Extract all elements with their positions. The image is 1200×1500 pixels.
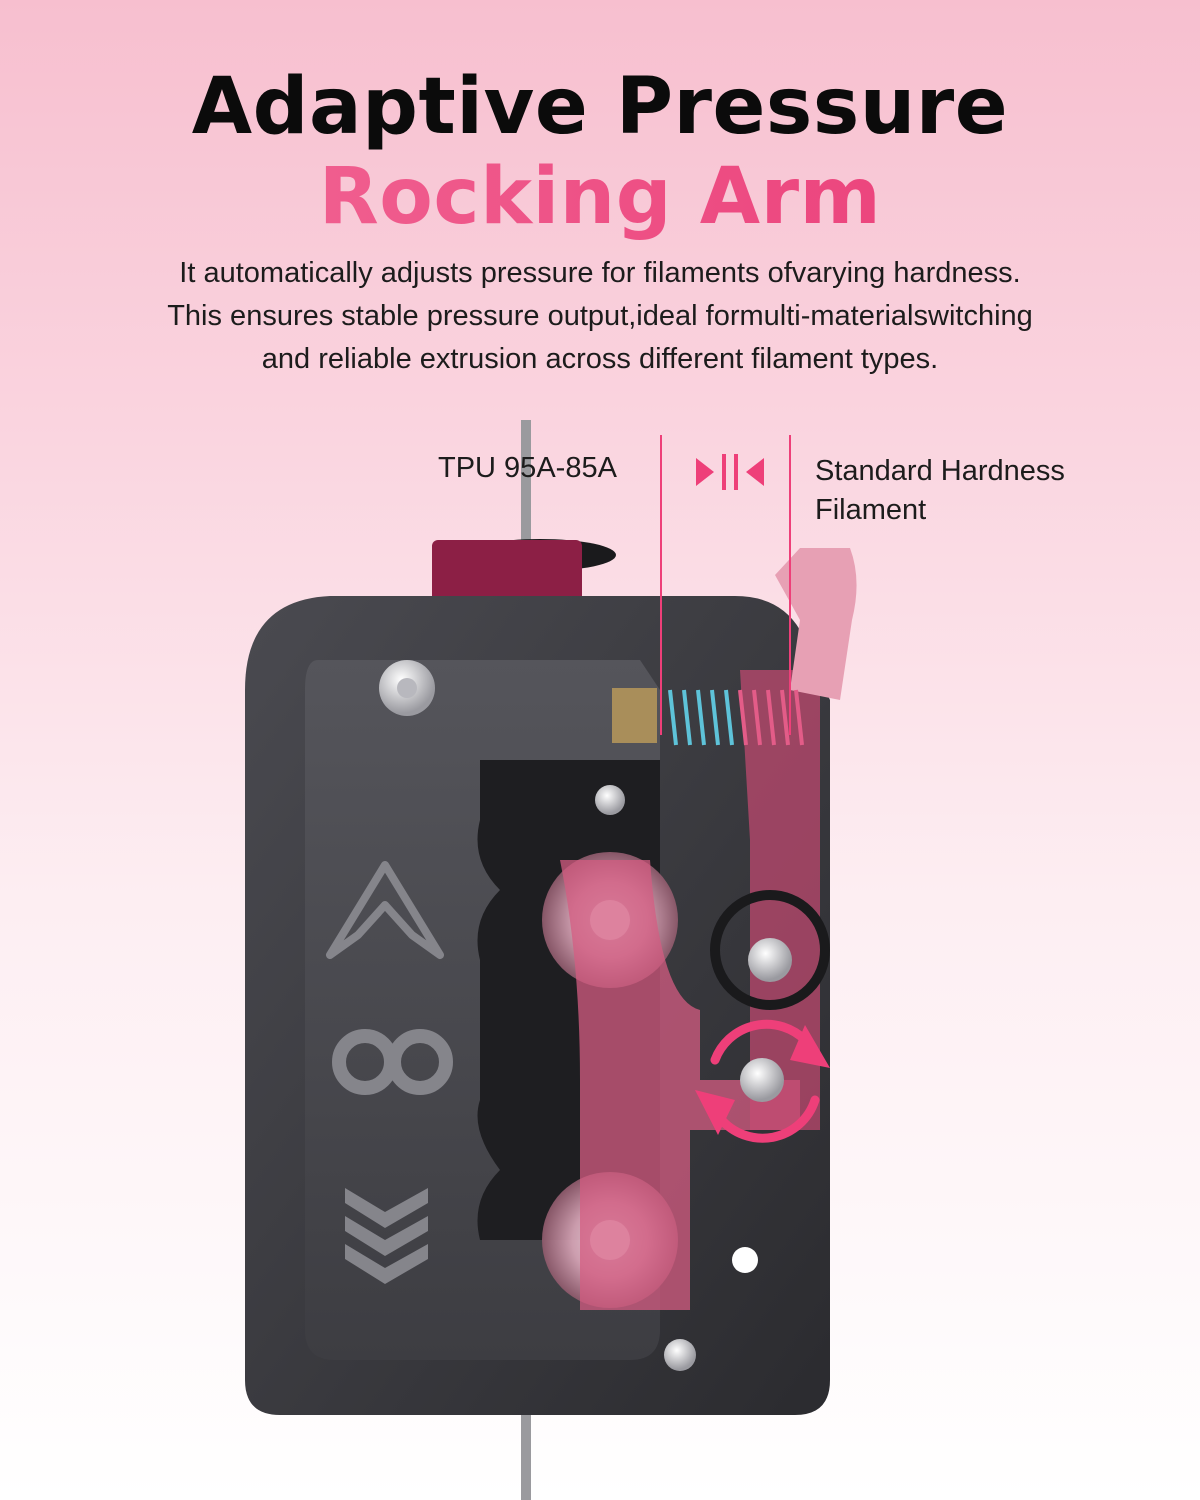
pivot-ring [710, 890, 830, 1010]
top-knob [432, 540, 582, 602]
description-line-1: It automatically adjusts pressure for fi… [179, 257, 1021, 289]
description-line-3: and reliable extrusion across different … [261, 343, 939, 375]
guide-line-left [660, 435, 662, 735]
page-title-line-1: Adaptive Pressure [191, 62, 1009, 152]
brass-insert [612, 688, 657, 743]
bolt-bottom [664, 1339, 696, 1371]
page-title-line-2: Rocking Arm [0, 152, 1200, 242]
spring-pink [738, 689, 804, 746]
bolt-mid [595, 785, 625, 815]
label-standard-line-1: Standard Hardness [815, 455, 1065, 487]
triangle-logo-icon [326, 861, 444, 959]
description: It automatically adjusts pressure for fi… [0, 252, 1200, 381]
compress-arrows-icon [696, 454, 764, 490]
filament-top [521, 420, 531, 560]
hole-right [732, 1247, 758, 1273]
rocking-arm [560, 860, 800, 1310]
spring-blue [668, 689, 734, 746]
guide-line-right [789, 435, 791, 735]
infinity-logo-icon [332, 1029, 453, 1095]
chevrons-logo-icon [345, 1188, 428, 1284]
label-standard: Standard Hardness Filament [815, 452, 1145, 530]
filament-bottom [521, 1400, 531, 1500]
bolt-rotate [740, 1058, 784, 1102]
arm-top-hook [775, 548, 857, 700]
rotate-arrows-icon [710, 1019, 820, 1143]
description-line-2: This ensures stable pressure output,idea… [167, 300, 1033, 332]
bolt-pivot [748, 938, 792, 982]
label-standard-line-2: Filament [815, 494, 927, 526]
label-tpu: TPU 95A-85A [438, 452, 617, 484]
